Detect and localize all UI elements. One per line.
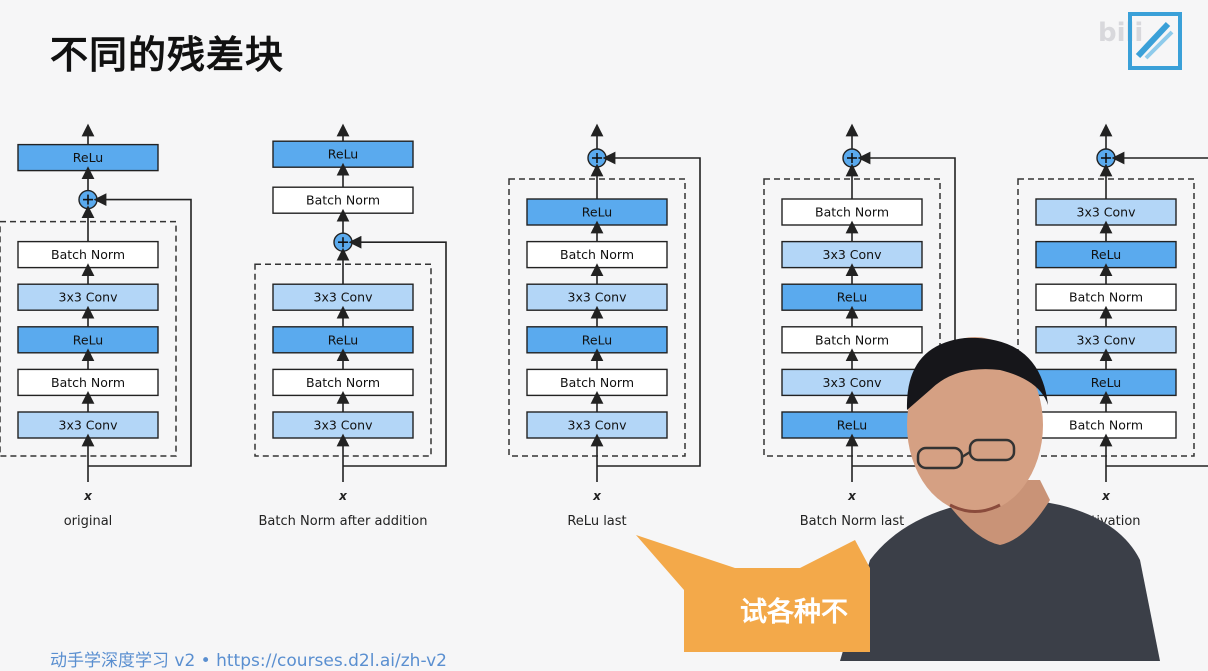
layer-label: ReLu xyxy=(328,332,358,347)
layer-label: 3x3 Conv xyxy=(823,247,883,262)
input-x-label: x xyxy=(592,489,602,503)
input-x-label: x xyxy=(1101,489,1111,503)
layer-label: Batch Norm xyxy=(51,247,125,262)
layer-label: Batch Norm xyxy=(51,375,125,390)
layer-label: 3x3 Conv xyxy=(314,418,374,433)
presenter-video-icon xyxy=(840,337,1160,661)
layer-label: 3x3 Conv xyxy=(59,290,119,305)
bilibili-watermark: bili xyxy=(1098,18,1144,48)
layer-label: ReLu xyxy=(73,150,103,165)
input-x-label: x xyxy=(847,489,857,503)
layer-label: Batch Norm xyxy=(306,193,380,208)
layer-label: ReLu xyxy=(73,332,103,347)
layer-label: ReLu xyxy=(837,290,867,305)
skip-connection xyxy=(1106,151,1208,467)
d2l-logo-icon xyxy=(1128,12,1182,70)
skip-connection xyxy=(597,151,701,467)
layer-label: Batch Norm xyxy=(306,375,380,390)
layer-label: 3x3 Conv xyxy=(314,290,374,305)
layer-label: 3x3 Conv xyxy=(1077,205,1137,220)
skip-connection xyxy=(343,235,447,467)
layer-label: ReLu xyxy=(582,205,612,220)
dashed-block-container xyxy=(0,220,177,457)
layer-label: Batch Norm xyxy=(560,247,634,262)
layer-label: 3x3 Conv xyxy=(568,290,628,305)
layer-label: 3x3 Conv xyxy=(1077,332,1137,347)
layer-label: ReLu xyxy=(582,332,612,347)
layer-label: ReLu xyxy=(328,147,358,162)
layer-label: Batch Norm xyxy=(1069,290,1143,305)
layer-label: 3x3 Conv xyxy=(568,418,628,433)
input-x-label: x xyxy=(83,489,93,503)
diagram-caption: Batch Norm last xyxy=(800,514,905,529)
diagram-caption: Batch Norm after addition xyxy=(259,514,428,529)
slide-title: 不同的残差块 xyxy=(50,33,285,77)
layer-label: 3x3 Conv xyxy=(823,375,883,390)
diagram-caption: ReLu last xyxy=(567,514,626,529)
layer-label: 3x3 Conv xyxy=(59,418,119,433)
layer-label: Batch Norm xyxy=(560,375,634,390)
layer-label: ReLu xyxy=(1091,247,1121,262)
layer-label: Batch Norm xyxy=(815,332,889,347)
subtitle-text: 试各种不 xyxy=(740,597,848,628)
layer-label: Batch Norm xyxy=(815,205,889,220)
course-footer: 动手学深度学习 v2 • https://courses.d2l.ai/zh-v… xyxy=(50,651,447,671)
skip-connection xyxy=(88,193,192,467)
input-x-label: x xyxy=(338,489,348,503)
skip-connection xyxy=(852,151,956,467)
layer-label: ReLu xyxy=(1091,375,1121,390)
layer-label: ReLu xyxy=(837,418,867,433)
layer-label: Batch Norm xyxy=(1069,418,1143,433)
diagram-caption: original xyxy=(64,514,113,529)
